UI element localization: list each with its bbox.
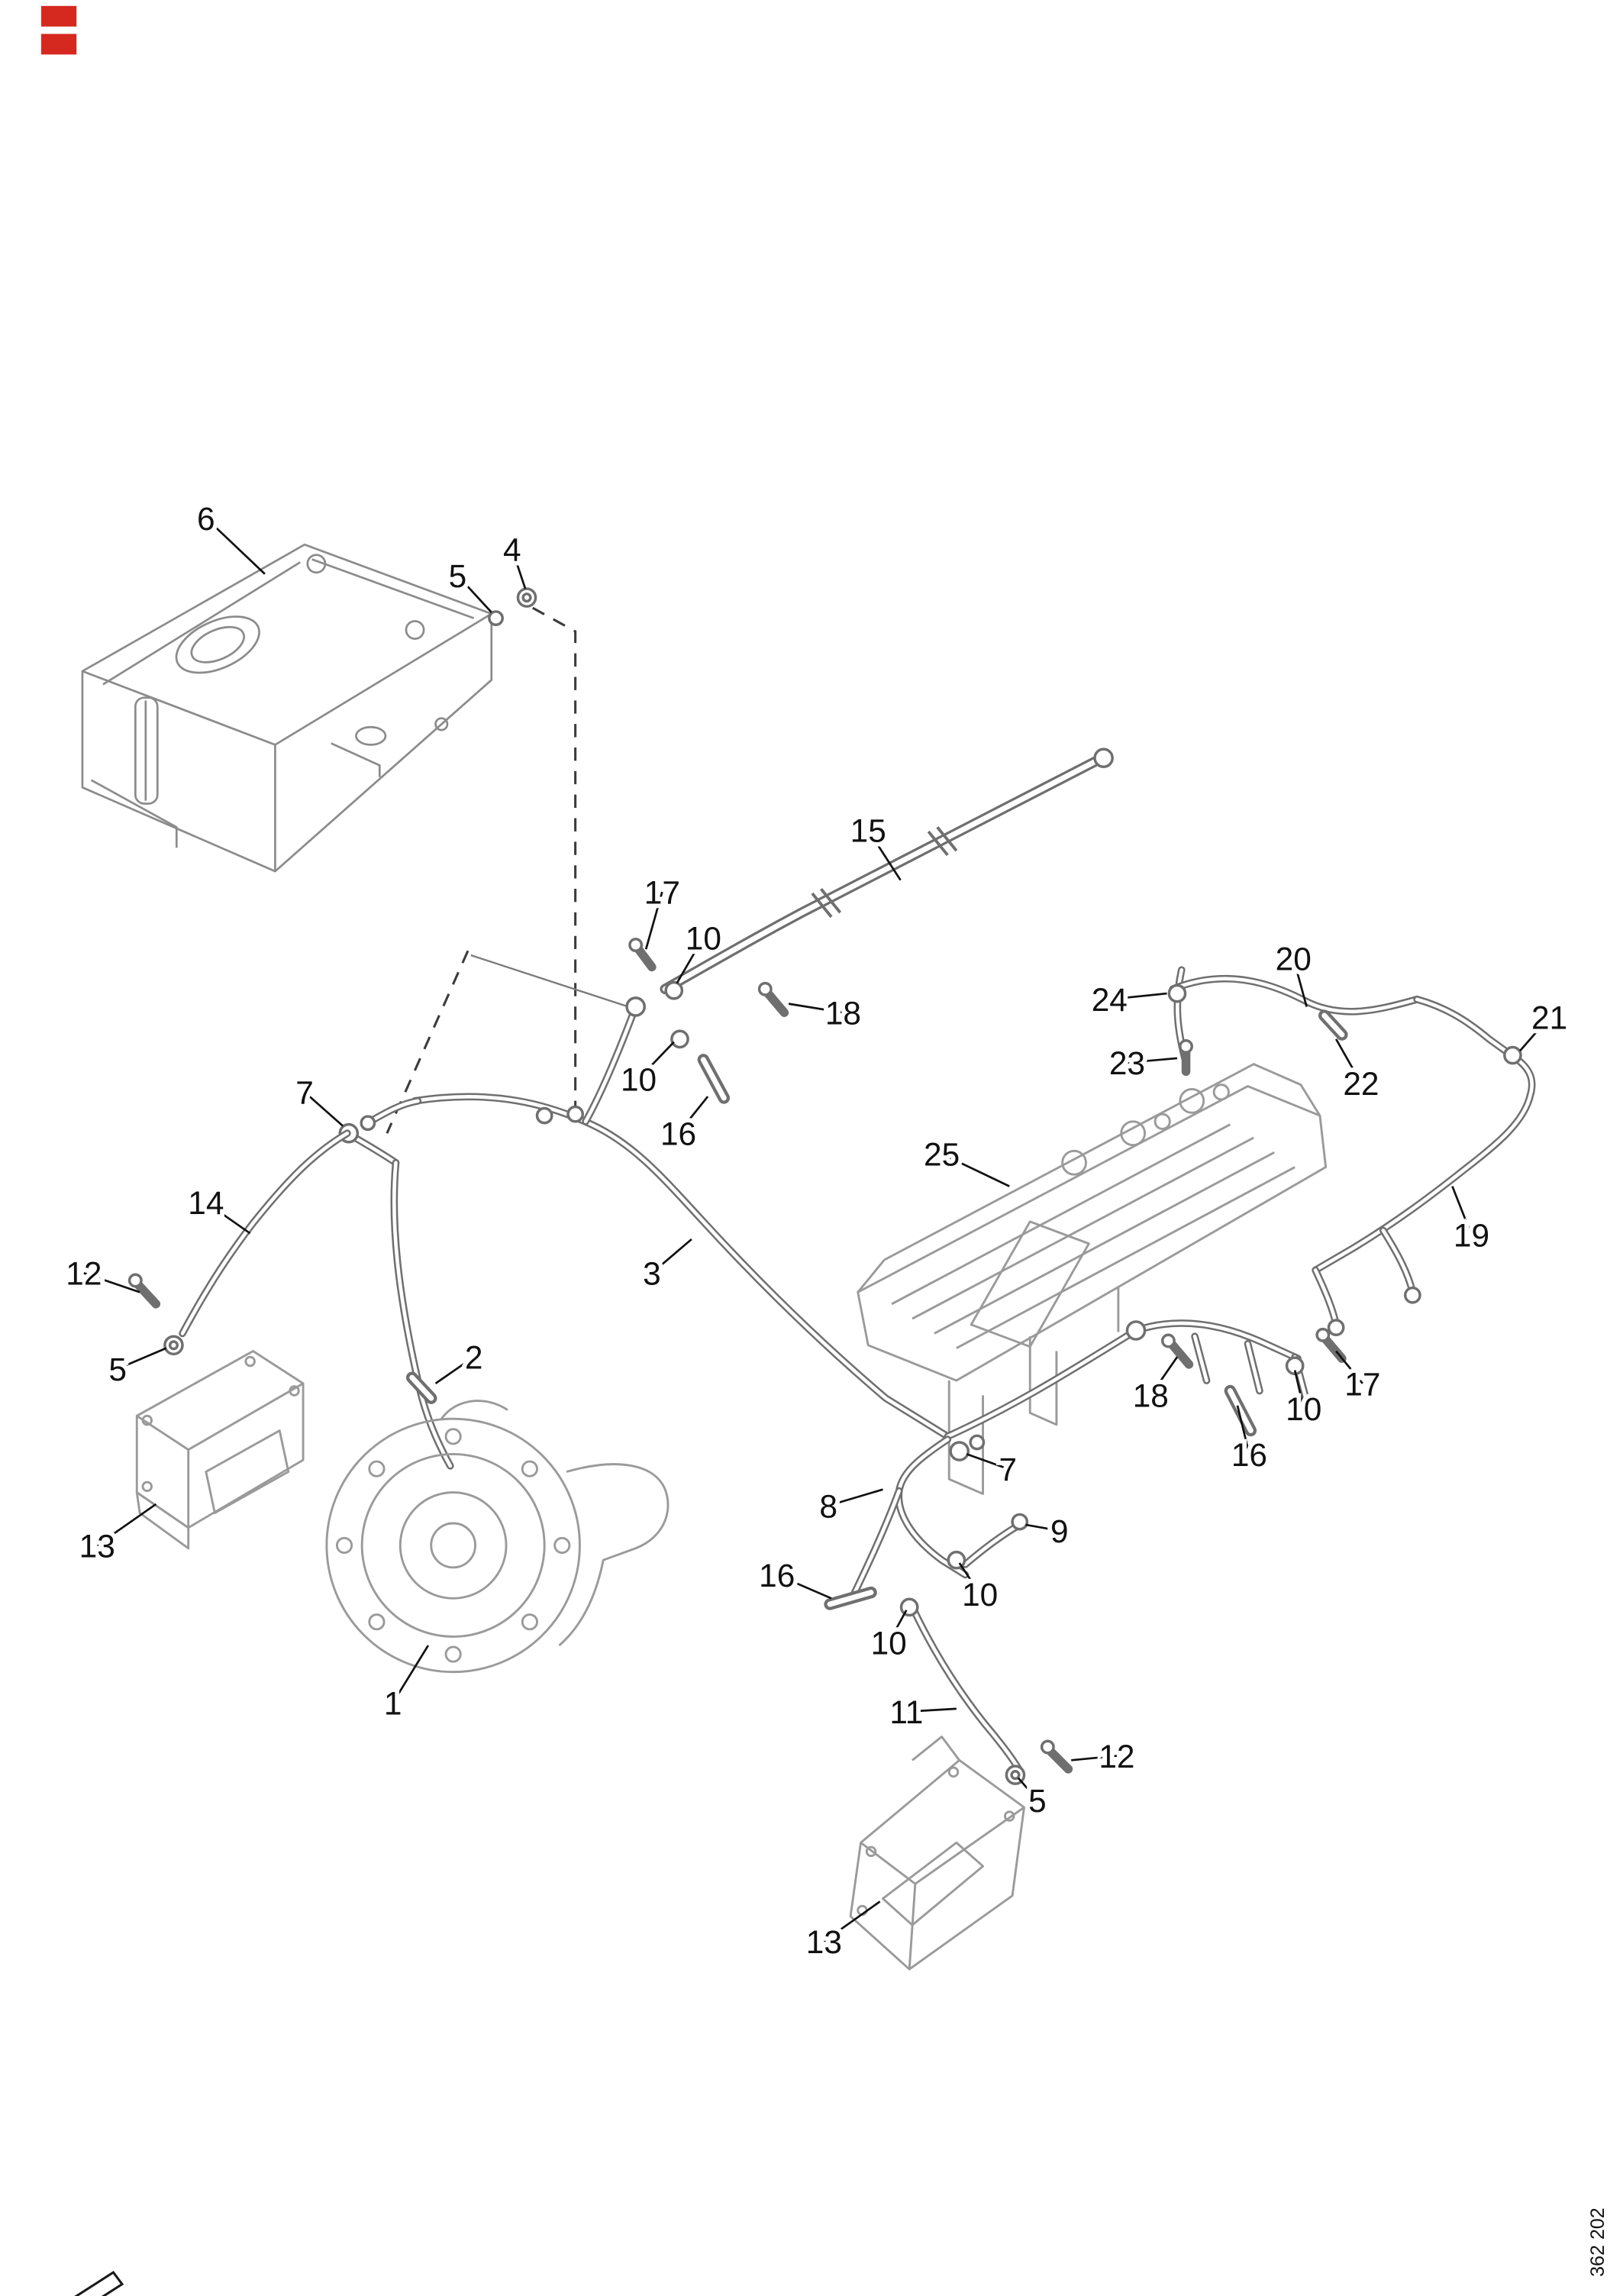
callout-number: 11 bbox=[889, 1694, 923, 1730]
direction-arrow-icon bbox=[74, 2271, 124, 2296]
callout-number: 20 bbox=[1276, 941, 1312, 977]
callout-number: 16 bbox=[1231, 1437, 1267, 1473]
callout-leader bbox=[1017, 1777, 1038, 1801]
callout-number: 5 bbox=[449, 558, 467, 594]
callout-number: 25 bbox=[924, 1137, 960, 1173]
callout-number: 10 bbox=[621, 1061, 657, 1097]
callout-leader bbox=[1025, 1523, 1060, 1532]
callout-leader bbox=[823, 1900, 881, 1942]
callout-leader bbox=[1071, 1755, 1118, 1762]
callout-leader bbox=[906, 1707, 957, 1713]
callout-number: 23 bbox=[1109, 1045, 1145, 1081]
callout-leader bbox=[511, 548, 527, 589]
dashed-reference-lines bbox=[386, 606, 634, 1134]
callout-leader bbox=[888, 1610, 908, 1643]
callout-number: 13 bbox=[79, 1528, 115, 1564]
callout-leader bbox=[1451, 1186, 1473, 1235]
callout-number: 6 bbox=[197, 501, 215, 537]
callout-leader bbox=[205, 1201, 251, 1235]
callout-number: 10 bbox=[1286, 1391, 1321, 1427]
callout-number: 8 bbox=[819, 1488, 837, 1524]
callout-leader bbox=[457, 574, 492, 613]
callout-leader bbox=[1293, 1370, 1305, 1409]
callout-leader bbox=[1236, 1405, 1250, 1455]
callout-number: 5 bbox=[1028, 1783, 1047, 1819]
callout-number: 9 bbox=[1050, 1513, 1069, 1549]
callout-number: 19 bbox=[1454, 1218, 1489, 1254]
fuel-rail-lower bbox=[1125, 1319, 1347, 1437]
callout-number: 17 bbox=[1344, 1366, 1380, 1402]
callout-number: 22 bbox=[1343, 1066, 1379, 1102]
callout-leader bbox=[304, 1091, 344, 1127]
callout-leader bbox=[867, 829, 902, 881]
callout-leader bbox=[966, 1453, 1008, 1470]
callout-leader bbox=[776, 1574, 832, 1600]
callout-number: 4 bbox=[503, 531, 521, 567]
callout-leader bbox=[1127, 1057, 1178, 1064]
callout-leader bbox=[676, 937, 705, 984]
callout-number: 17 bbox=[644, 875, 680, 911]
callout-number: 18 bbox=[1133, 1378, 1169, 1414]
callout-number: 12 bbox=[66, 1256, 102, 1292]
registration-marks bbox=[40, 5, 77, 55]
callout-number: 10 bbox=[871, 1626, 907, 1661]
callout-leader bbox=[1150, 1356, 1179, 1397]
callout-number: 2 bbox=[465, 1340, 483, 1376]
right-leakoff-lines bbox=[1167, 966, 1536, 1337]
callout-number: 13 bbox=[806, 1924, 842, 1960]
callout-leader bbox=[96, 1503, 157, 1547]
callout-number: 14 bbox=[188, 1185, 224, 1221]
main-fuel-line-3 bbox=[411, 996, 1140, 1441]
callout-number: 15 bbox=[850, 813, 886, 849]
tank-outlet-fittings bbox=[488, 587, 537, 627]
callout-number: 7 bbox=[999, 1452, 1018, 1487]
callout-number: 7 bbox=[295, 1075, 314, 1111]
callout-leader bbox=[650, 1238, 692, 1274]
figure-number: 362 202 bbox=[1587, 2207, 1608, 2277]
callout-leader bbox=[828, 1488, 883, 1507]
callout-number: 3 bbox=[643, 1256, 661, 1292]
callout-leader bbox=[1519, 1016, 1550, 1052]
callout-leader bbox=[788, 1003, 844, 1014]
fuel-tank bbox=[81, 543, 493, 873]
callout-number: 18 bbox=[825, 996, 861, 1032]
callout-number: 16 bbox=[660, 1116, 696, 1152]
callout-leader bbox=[1109, 992, 1167, 1001]
callout-number: 1 bbox=[384, 1686, 402, 1722]
callout-leader bbox=[392, 1645, 430, 1703]
cylinder-head-assembly bbox=[857, 1063, 1328, 1495]
callout-leader bbox=[1335, 1350, 1363, 1384]
callout-leader bbox=[117, 1347, 167, 1370]
pipe-junction-fittings bbox=[628, 938, 789, 1104]
callout-layer: 6541517101810162420232221257141253213191… bbox=[62, 496, 1572, 1964]
callout-leader bbox=[1292, 957, 1308, 1007]
fuel-pipe-15 bbox=[660, 748, 1114, 995]
callout-number: 21 bbox=[1531, 999, 1567, 1035]
callout-number: 16 bbox=[759, 1558, 795, 1594]
callout-leader bbox=[637, 1041, 675, 1080]
control-unit-bottom bbox=[849, 1736, 1025, 1971]
callout-leader bbox=[941, 1152, 1010, 1187]
callout-leader bbox=[644, 891, 663, 950]
gear-housing bbox=[325, 1400, 670, 1674]
left-branch-lines bbox=[127, 1097, 454, 1470]
callout-leader bbox=[83, 1272, 140, 1293]
control-unit-left bbox=[135, 1350, 305, 1550]
lower-return-lines bbox=[824, 1434, 1073, 1785]
callout-number: 10 bbox=[686, 920, 721, 956]
callout-number: 12 bbox=[1099, 1739, 1134, 1774]
callout-number: 5 bbox=[108, 1351, 127, 1387]
callout-number: 10 bbox=[962, 1577, 998, 1613]
callout-leader bbox=[205, 517, 266, 575]
callout-leader bbox=[1334, 1038, 1363, 1084]
callout-leader bbox=[958, 1562, 981, 1595]
callout-leader bbox=[434, 1356, 475, 1385]
callout-number: 24 bbox=[1092, 982, 1128, 1018]
callout-leader bbox=[677, 1096, 709, 1135]
